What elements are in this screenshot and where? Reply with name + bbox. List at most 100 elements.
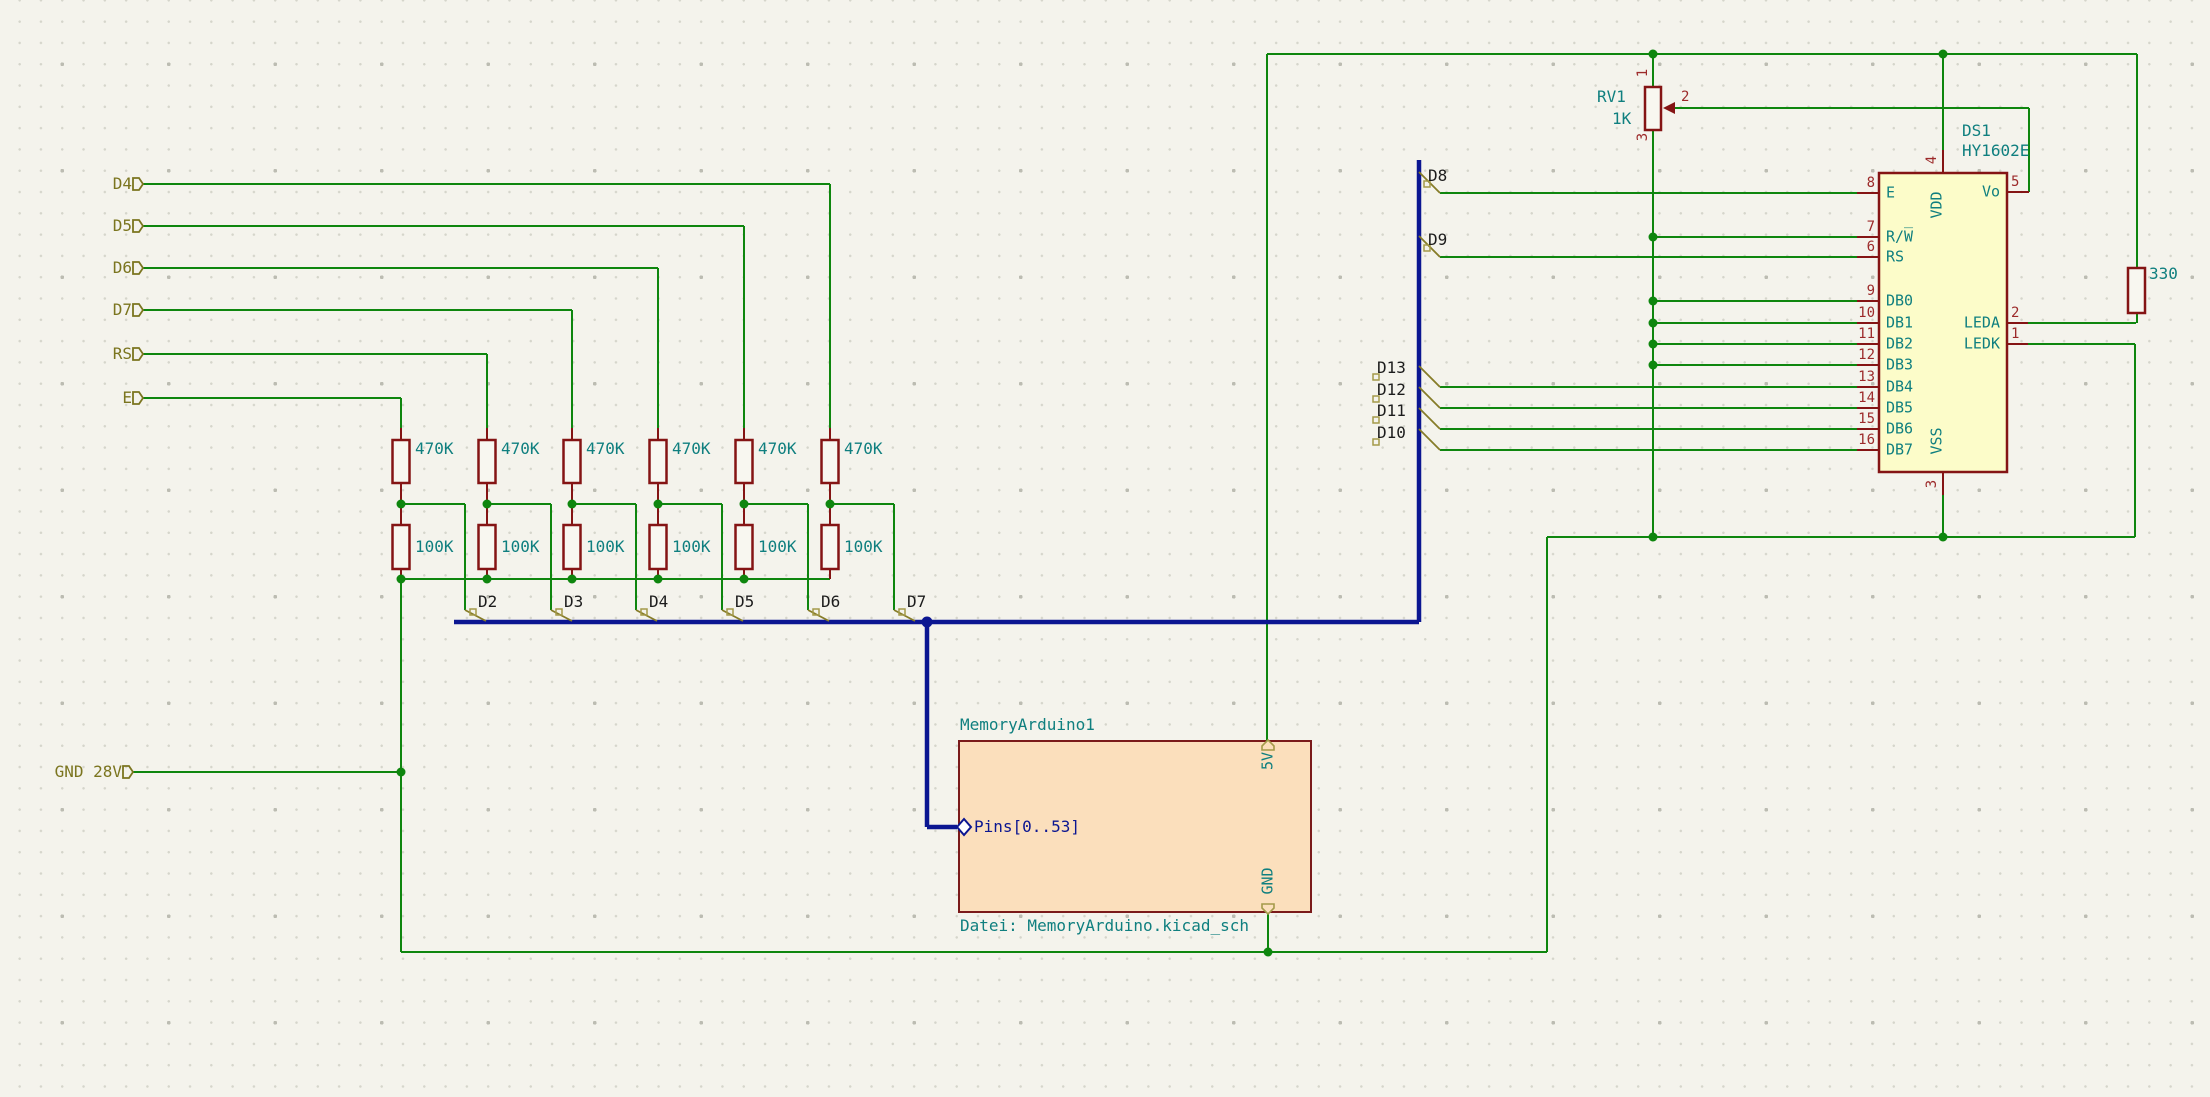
net-label-d11[interactable]: D11 xyxy=(1377,401,1406,420)
resistor-symbol[interactable] xyxy=(820,438,840,485)
net-label-d12[interactable]: D12 xyxy=(1377,380,1406,399)
hier-label-d7[interactable]: D7 xyxy=(112,300,132,319)
junction-dot xyxy=(1648,532,1658,542)
bus-entry[interactable] xyxy=(1418,428,1441,451)
label-anchor-square xyxy=(1372,395,1380,403)
resistor-symbol[interactable] xyxy=(391,438,411,485)
resistor-value[interactable]: 330 xyxy=(2149,264,2178,283)
potentiometer-value[interactable]: 1K xyxy=(1612,109,1632,128)
resistor-symbol[interactable] xyxy=(562,438,582,485)
potentiometer-ref[interactable]: RV1 xyxy=(1597,87,1626,106)
junction-dot xyxy=(739,574,749,584)
junction-dot xyxy=(482,499,492,509)
sheet-pin-5v-label[interactable]: 5V xyxy=(1258,751,1277,771)
potentiometer-symbol[interactable] xyxy=(1643,85,1663,132)
lcd-pin-name: DB3 xyxy=(1886,355,1914,374)
hier-label-arrow-icon xyxy=(132,391,145,405)
lcd-ref[interactable]: DS1 xyxy=(1962,121,1991,140)
junction-dot xyxy=(482,574,492,584)
hier-label-d5[interactable]: D5 xyxy=(112,216,132,235)
pin-number: 7 xyxy=(1866,219,1875,235)
bus-entry[interactable] xyxy=(1418,386,1441,409)
resistor-value[interactable]: 470K xyxy=(586,439,625,458)
resistor-value[interactable]: 470K xyxy=(844,439,883,458)
sheet-bus-pin-diamond-icon[interactable] xyxy=(955,817,973,837)
potentiometer-wiper-arrow-icon xyxy=(1663,102,1675,114)
resistor-value[interactable]: 100K xyxy=(415,537,454,556)
hier-label-gnd-28v[interactable]: GND 28V xyxy=(54,762,122,781)
lcd-pin-name: DB0 xyxy=(1886,291,1914,310)
resistor-symbol[interactable] xyxy=(648,438,668,485)
resistor-symbol[interactable] xyxy=(477,523,497,571)
junction-dot xyxy=(1938,532,1948,542)
net-label-d5[interactable]: D5 xyxy=(735,592,755,611)
label-anchor-square xyxy=(1372,373,1380,381)
sheet-pin-gnd-icon[interactable] xyxy=(1261,903,1275,916)
sheet-symbol[interactable] xyxy=(958,740,1312,913)
hier-label-e[interactable]: E xyxy=(122,388,132,407)
hier-label-rs[interactable]: RS xyxy=(112,344,132,363)
bus-entry[interactable] xyxy=(1418,365,1441,388)
junction-dot xyxy=(1648,232,1658,242)
resistor-value[interactable]: 100K xyxy=(844,537,883,556)
hier-label-d4[interactable]: D4 xyxy=(112,174,132,193)
pin-number: 13 xyxy=(1858,369,1875,385)
wires xyxy=(133,53,2138,953)
net-label-d13[interactable]: D13 xyxy=(1377,358,1406,377)
resistor-symbol[interactable] xyxy=(820,523,840,571)
hier-label-arrow-icon xyxy=(132,219,145,233)
net-label-d3[interactable]: D3 xyxy=(564,592,584,611)
sheet-pin-5v-icon[interactable] xyxy=(1261,738,1275,751)
resistor-value[interactable]: 470K xyxy=(415,439,454,458)
lcd-pin-name: LEDK xyxy=(1963,334,2000,353)
junction-dot xyxy=(739,499,749,509)
lcd-value[interactable]: HY1602E xyxy=(1962,141,2030,160)
bus xyxy=(454,160,1422,830)
junction-dot xyxy=(653,499,663,509)
pin-number: 6 xyxy=(1866,239,1875,255)
resistor-symbol[interactable] xyxy=(391,523,411,571)
resistor-symbol[interactable] xyxy=(734,523,754,571)
lcd-symbol[interactable] xyxy=(1877,171,2009,474)
sheet-title[interactable]: MemoryArduino1 xyxy=(960,715,1095,734)
lcd-pin-name: Vo xyxy=(1981,182,2000,201)
net-label-d10[interactable]: D10 xyxy=(1377,423,1406,442)
net-label-d6[interactable]: D6 xyxy=(821,592,841,611)
resistor-value[interactable]: 470K xyxy=(672,439,711,458)
hier-label-arrow-icon xyxy=(132,261,145,275)
junction-dot xyxy=(567,499,577,509)
junction-dot xyxy=(1648,360,1658,370)
resistor-symbol[interactable] xyxy=(477,438,497,485)
net-label-d7[interactable]: D7 xyxy=(907,592,927,611)
label-anchor-square xyxy=(469,608,477,616)
junction-dot xyxy=(396,499,406,509)
resistor-value[interactable]: 470K xyxy=(501,439,540,458)
sheet-file-label[interactable]: Datei: MemoryArduino.kicad_sch xyxy=(960,916,1249,935)
resistor-value[interactable]: 470K xyxy=(758,439,797,458)
sheet-pin-gnd-label[interactable]: GND xyxy=(1258,867,1277,895)
resistors xyxy=(391,85,2147,571)
net-label-d4[interactable]: D4 xyxy=(649,592,669,611)
junction-dot xyxy=(825,499,835,509)
sheet-bus-pin-label[interactable]: Pins[0..53] xyxy=(974,817,1080,836)
resistor-symbol[interactable] xyxy=(562,523,582,571)
resistor-value[interactable]: 100K xyxy=(586,537,625,556)
label-anchor-square xyxy=(812,608,820,616)
resistor-value[interactable]: 100K xyxy=(672,537,711,556)
hier-label-arrow-icon xyxy=(132,177,145,191)
pin-number: 9 xyxy=(1866,283,1875,299)
hier-label-d6[interactable]: D6 xyxy=(112,258,132,277)
label-anchor-square xyxy=(898,608,906,616)
resistor-value[interactable]: 100K xyxy=(758,537,797,556)
net-label-d9[interactable]: D9 xyxy=(1428,230,1448,249)
label-anchor-square xyxy=(1372,416,1380,424)
net-label-d2[interactable]: D2 xyxy=(478,592,498,611)
bus-entry[interactable] xyxy=(1418,407,1441,430)
junction-dot xyxy=(1648,296,1658,306)
resistor-symbol[interactable] xyxy=(734,438,754,485)
resistor-value[interactable]: 100K xyxy=(501,537,540,556)
resistor-symbol[interactable] xyxy=(648,523,668,571)
pin-number: 4 xyxy=(1924,155,1940,165)
net-label-d8[interactable]: D8 xyxy=(1428,166,1448,185)
resistor-symbol[interactable] xyxy=(2126,266,2147,315)
